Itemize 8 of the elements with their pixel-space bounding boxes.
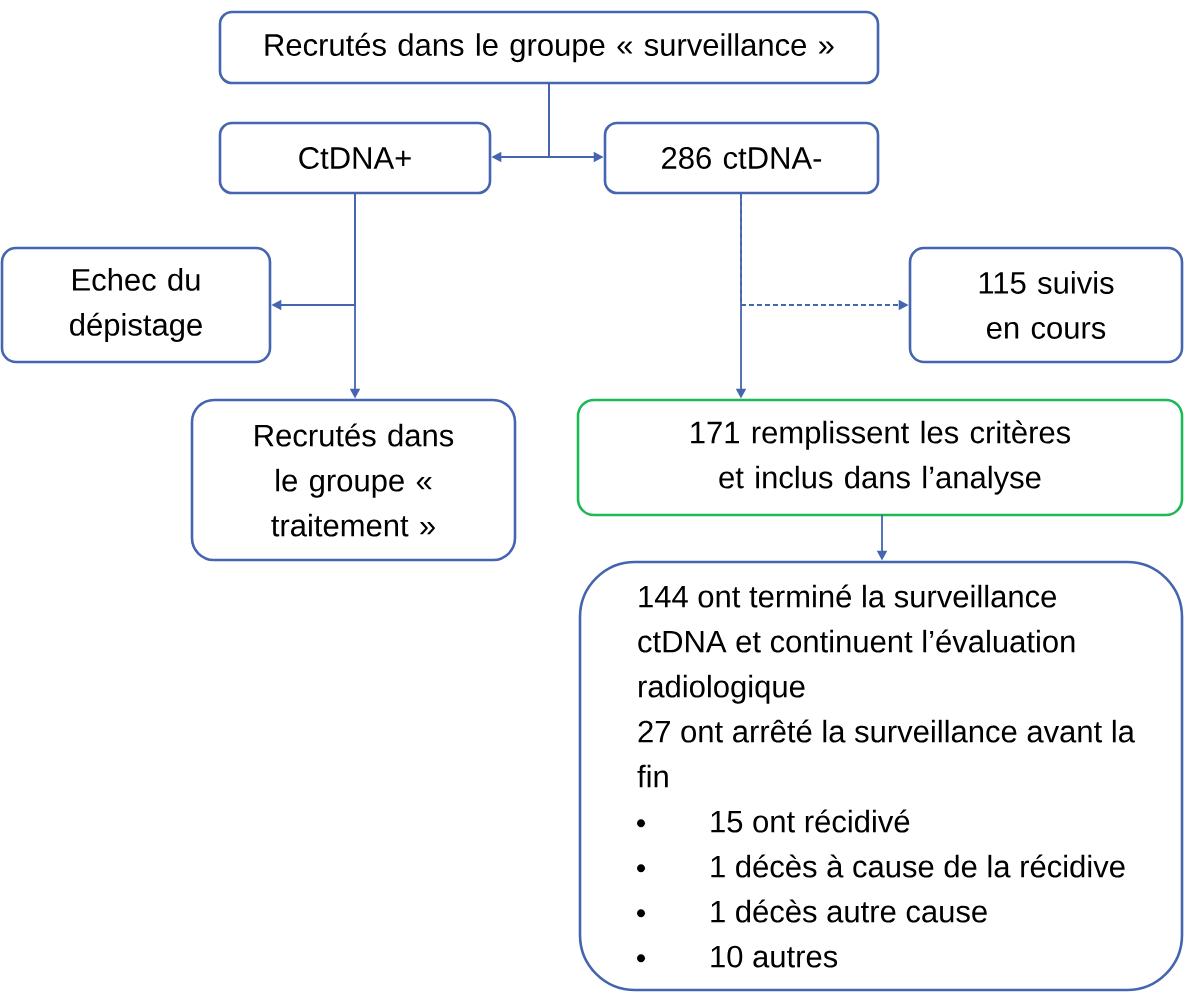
flow-box: CtDNA+: [218, 121, 492, 195]
flow-box: 171 remplissent les critères et inclus dans l’analyse: [576, 398, 1184, 517]
flow-box: Recrutés dans le groupe « traitement »: [190, 398, 517, 562]
flow-box: 144 ont terminé la surveillance ctDNA et continuent l’évaluation radiologique 27 ont arrêté la surveillance avant la fin 15 ont récidivé 1 décès à cause de la récidive 1 décès autre cause 10 autres: [578, 560, 1184, 992]
flow-box: Recrutés dans le groupe « surveillance »: [218, 10, 880, 85]
flow-box: 286 ctDNA-: [603, 121, 880, 195]
flow-box: Echec du dépistage: [0, 246, 272, 364]
flow-box: 115 suivis en cours: [908, 246, 1184, 364]
